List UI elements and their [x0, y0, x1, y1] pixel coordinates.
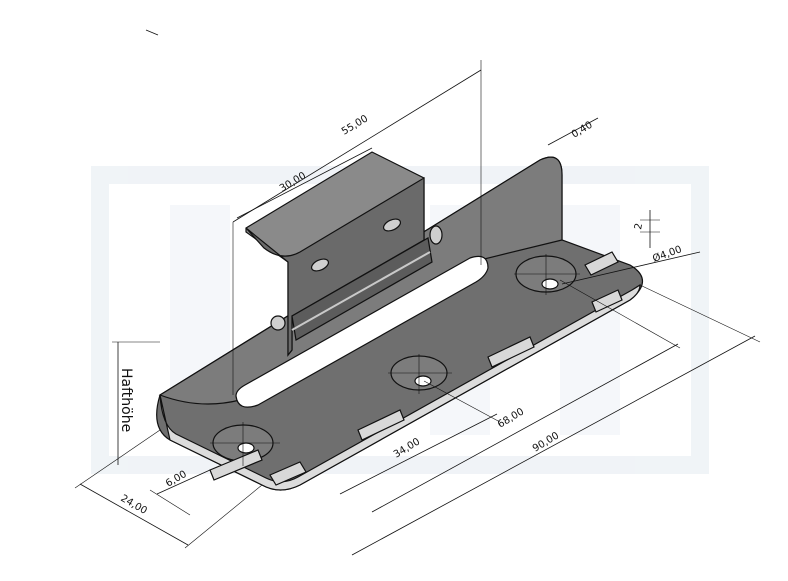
bracket-rivet — [270, 315, 286, 331]
height-label: Hafthöhe — [118, 368, 134, 432]
tab — [591, 289, 623, 313]
dim-90: 90,00 — [531, 430, 561, 454]
dim-0-40: 0,40 — [570, 120, 595, 141]
hole — [541, 278, 559, 290]
tab — [357, 409, 405, 441]
tab — [487, 336, 535, 368]
bracket-slot — [429, 225, 443, 245]
hole — [237, 442, 255, 454]
dim-24: 24,00 — [119, 493, 149, 517]
plate-tabs — [209, 251, 623, 486]
tab — [269, 461, 307, 486]
dimension-lines — [74, 29, 761, 556]
bracket-slot — [310, 258, 330, 272]
tab — [584, 251, 619, 276]
dim-hole-diameter: Ø4,00 — [651, 243, 683, 265]
bracket — [245, 151, 443, 357]
center-lines — [210, 254, 580, 466]
dim-2: 2 — [633, 222, 645, 230]
dim-68: 68,00 — [496, 406, 526, 430]
dim-55: 55,00 — [340, 113, 370, 137]
tab — [209, 449, 263, 481]
hole — [414, 375, 432, 387]
bracket-slot — [382, 218, 402, 232]
